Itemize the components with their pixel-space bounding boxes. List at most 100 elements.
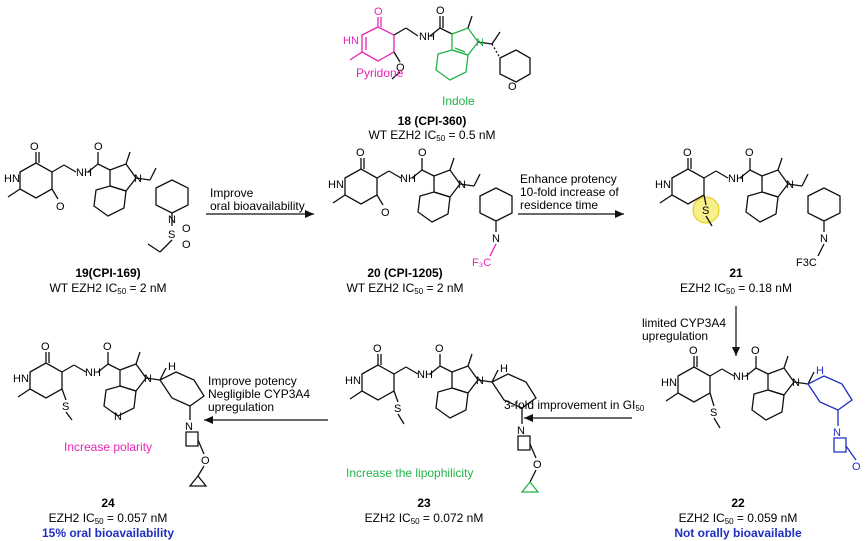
pyridone-label: Pyridone <box>356 66 404 80</box>
atom-O-18c: O <box>396 62 405 74</box>
atom-O-19e: O <box>182 239 191 251</box>
atom-HN-23: HN <box>345 375 361 387</box>
atom-N-23b: N <box>517 425 525 437</box>
atom-N-22a: N <box>792 377 800 389</box>
atom-N-24c: N <box>114 411 122 423</box>
arrow-2-label-line2: 10-fold increase of <box>520 185 619 199</box>
compound-19-ic50: WT EZH2 IC50 = 2 nM <box>49 281 167 296</box>
atom-O-24c: O <box>201 455 210 467</box>
atom-F3C-21: F3C <box>796 257 817 269</box>
atom-N-19a: N <box>134 173 142 185</box>
arrow-5-label-line2: Negligible CYP3A4 <box>208 387 311 401</box>
atom-HN-18: HN <box>343 35 359 47</box>
atom-S-19: S <box>168 229 175 241</box>
atom-N-24a: N <box>144 373 152 385</box>
atom-NH-20: NH <box>400 173 416 185</box>
compound-24-note: 15% oral bioavailability <box>41 526 175 540</box>
atom-HN-21: HN <box>655 179 671 191</box>
atom-S-22: S <box>710 407 717 419</box>
atom-O-22b: O <box>751 345 760 357</box>
structure-21 <box>659 157 841 257</box>
compound-18-name: 18 (CPI-360) <box>397 114 467 128</box>
compound-22-ic50: EZH2 IC50 = 0.059 nM <box>678 511 798 526</box>
atom-H-24: H <box>168 361 176 373</box>
compound-19-name: 19(CPI-169) <box>75 266 141 280</box>
atom-O-22c: O <box>852 461 861 473</box>
atom-HN-20: HN <box>328 179 344 191</box>
structure-20 <box>332 157 513 257</box>
atom-O-19a: O <box>30 141 39 153</box>
atom-O-23b: O <box>435 343 444 355</box>
compound-23-ic50: EZH2 IC50 = 0.072 nM <box>364 511 484 526</box>
atom-O-24b: O <box>103 341 112 353</box>
atom-O-20a: O <box>356 147 365 159</box>
atom-N-20a: N <box>458 179 466 191</box>
atom-O-23c: O <box>533 459 542 471</box>
atom-O-23a: O <box>373 343 382 355</box>
atom-O-19b: O <box>94 141 103 153</box>
compound-23-name: 23 <box>417 496 431 510</box>
atom-HN-24: HN <box>13 373 29 385</box>
atom-O-19d: O <box>182 223 191 235</box>
atom-N-19b: N <box>168 214 176 226</box>
arrow-3-label-line1: limited CYP3A4 <box>642 316 727 330</box>
atom-O-20b: O <box>418 147 427 159</box>
atom-N-23a: N <box>476 375 484 387</box>
arrow-5-label-line1: Improve potency <box>208 374 297 388</box>
atom-N-20b: N <box>492 233 500 245</box>
atom-O-18b: O <box>436 5 445 17</box>
structure-24 <box>17 351 208 487</box>
atom-O-21b: O <box>745 147 754 159</box>
atom-O-24a: O <box>41 341 50 353</box>
arrow-2-label-line3: residence time <box>520 198 599 212</box>
compound-18-ic50: WT EZH2 IC50 = 0.5 nM <box>368 128 496 143</box>
compound-22-name: 22 <box>731 496 745 510</box>
arrow-3-label-line2: upregulation <box>642 329 709 343</box>
atom-H-23: H <box>500 363 508 375</box>
structure-19 <box>7 151 189 253</box>
atom-HN-22: HN <box>661 377 677 389</box>
atom-NH-23: NH <box>417 369 433 381</box>
compound-21-ic50: EZH2 IC50 = 0.18 nM <box>680 281 792 296</box>
atom-O-21a: O <box>683 147 692 159</box>
atom-NH-24: NH <box>85 367 101 379</box>
atom-NH-22: NH <box>733 371 749 383</box>
arrow-1-label-line1: Improve <box>210 186 254 200</box>
compound-24-annotation: Increase polarity <box>64 440 153 454</box>
compound-22-note: Not orally bioavailable <box>674 526 802 540</box>
atom-F3C-20: F₃C <box>472 257 491 269</box>
compound-23-annotation: Increase the lipophilicity <box>346 466 474 480</box>
atom-O-19c: O <box>56 201 65 213</box>
atom-HN-19: HN <box>4 173 20 185</box>
atom-N-18: N <box>476 37 484 49</box>
atom-H-22: H <box>816 365 824 377</box>
atom-N-21a: N <box>786 179 794 191</box>
atom-O-22a: O <box>689 345 698 357</box>
compound-24-ic50: EZH2 IC50 = 0.057 nM <box>48 511 168 526</box>
atom-S-24: S <box>62 401 69 413</box>
compound-21-name: 21 <box>729 266 743 280</box>
arrow-2-label-line1: Enhance protency <box>520 172 617 186</box>
atom-NH-19: NH <box>76 167 92 179</box>
atom-O-18d: O <box>508 81 517 93</box>
atom-N-24b: N <box>185 421 193 433</box>
atom-O-20c: O <box>381 207 390 219</box>
atom-S-21: S <box>702 205 709 217</box>
compound-20-name: 20 (CPI-1205) <box>367 266 443 280</box>
atom-NH-21: NH <box>728 173 744 185</box>
arrow-4-label: 3-fold improvement in GI50 <box>504 398 645 413</box>
compound-20-ic50: WT EZH2 IC50 = 2 nM <box>346 281 464 296</box>
atom-S-23: S <box>394 403 401 415</box>
atom-N-22b: N <box>833 427 841 439</box>
indole-label: Indole <box>442 94 475 108</box>
atom-NH-18: NH <box>419 31 435 43</box>
structure-18 <box>349 15 531 83</box>
arrow-5-label-line3: upregulation <box>208 400 275 414</box>
atom-O-18a: O <box>374 6 383 18</box>
structure-22 <box>665 355 857 461</box>
compound-24-name: 24 <box>101 496 115 510</box>
structure-23 <box>349 353 540 493</box>
arrow-1-label-line2: oral bioavailability <box>210 199 305 213</box>
atom-N-21b: N <box>820 233 828 245</box>
